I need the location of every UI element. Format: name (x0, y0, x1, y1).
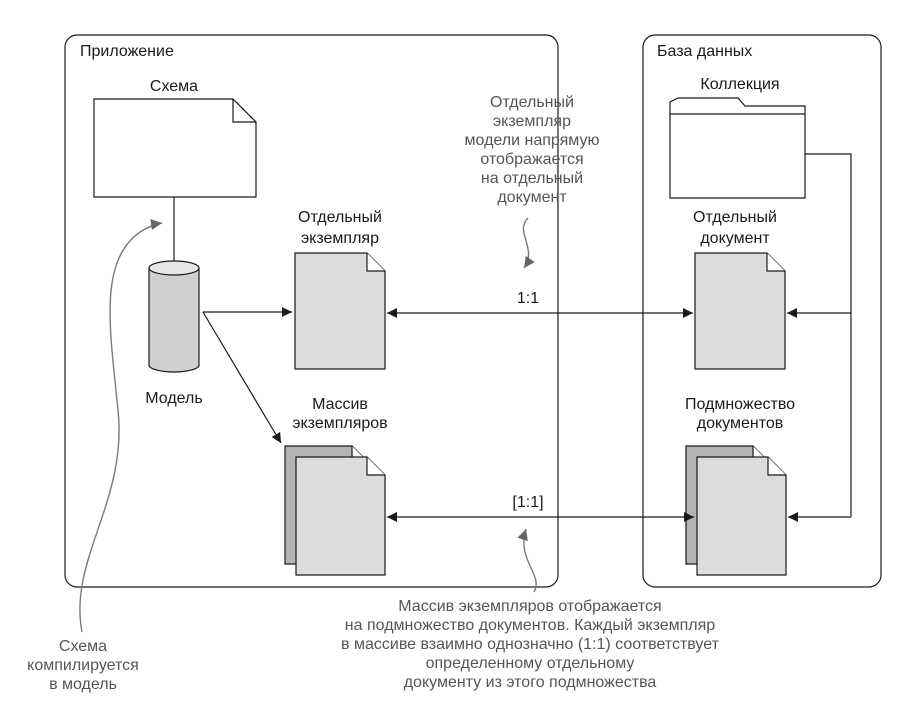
document-subset-label-2: документов (696, 415, 784, 432)
collection-label: Коллекция (700, 76, 780, 93)
schema-label: Схема (149, 78, 199, 95)
note-array-pointer (517, 528, 537, 593)
single-instance-label-2: экземпляр (301, 230, 379, 247)
array-mapping-label: [1:1] (512, 494, 544, 511)
note-single-pointer (522, 217, 535, 269)
note-array-line-2: на подмножество документов. Каждый экзем… (344, 617, 716, 634)
app-group-title: Приложение (80, 43, 174, 60)
single-instance-label-1: Отдельный (298, 209, 382, 226)
note-single-line-2: экземпляр (493, 113, 571, 130)
model-label: Модель (145, 390, 203, 407)
document-subset-label-1: Подмножество (684, 396, 796, 413)
note-schema-line-2: компилируется (27, 657, 139, 674)
note-single-line-6: документ (497, 189, 567, 206)
single-document-label-2: документ (700, 230, 770, 247)
instance-array-label-1: Массив (312, 396, 368, 413)
note-single-line-4: отображается (480, 151, 584, 168)
schema-page-icon (93, 98, 257, 198)
document-subset-icon (685, 445, 787, 576)
model-cylinder-icon (148, 260, 200, 373)
collection-folder-icon (669, 97, 806, 199)
single-instance-doc-icon (294, 252, 386, 370)
note-array-line-4: определенному отдельному (425, 655, 635, 672)
note-array-line-1: Массив экземпляров отображается (398, 598, 662, 615)
single-document-label-1: Отдельный (693, 209, 777, 226)
note-single-line-3: модели напрямую (464, 132, 600, 149)
collection-connector (805, 153, 852, 517)
db-group-title: База данных (657, 43, 753, 60)
single-mapping-label: 1:1 (516, 290, 540, 307)
note-single-line-1: Отдельный (490, 94, 574, 111)
model-to-array-arrow (202, 311, 282, 444)
note-array-line-3: в массиве взаимно однозначно (1:1) соотв… (341, 636, 719, 653)
note-schema-pointer (79, 219, 163, 633)
note-array-line-5: документу из этого подмножества (403, 674, 657, 691)
single-document-icon (694, 252, 786, 370)
instance-array-label-2: экземпляров (292, 415, 388, 432)
note-schema-line-3: в модель (49, 676, 117, 693)
note-schema-line-1: Схема (58, 638, 108, 655)
note-single-line-5: на отдельный (480, 170, 584, 187)
instance-array-docs-icon (284, 445, 386, 576)
